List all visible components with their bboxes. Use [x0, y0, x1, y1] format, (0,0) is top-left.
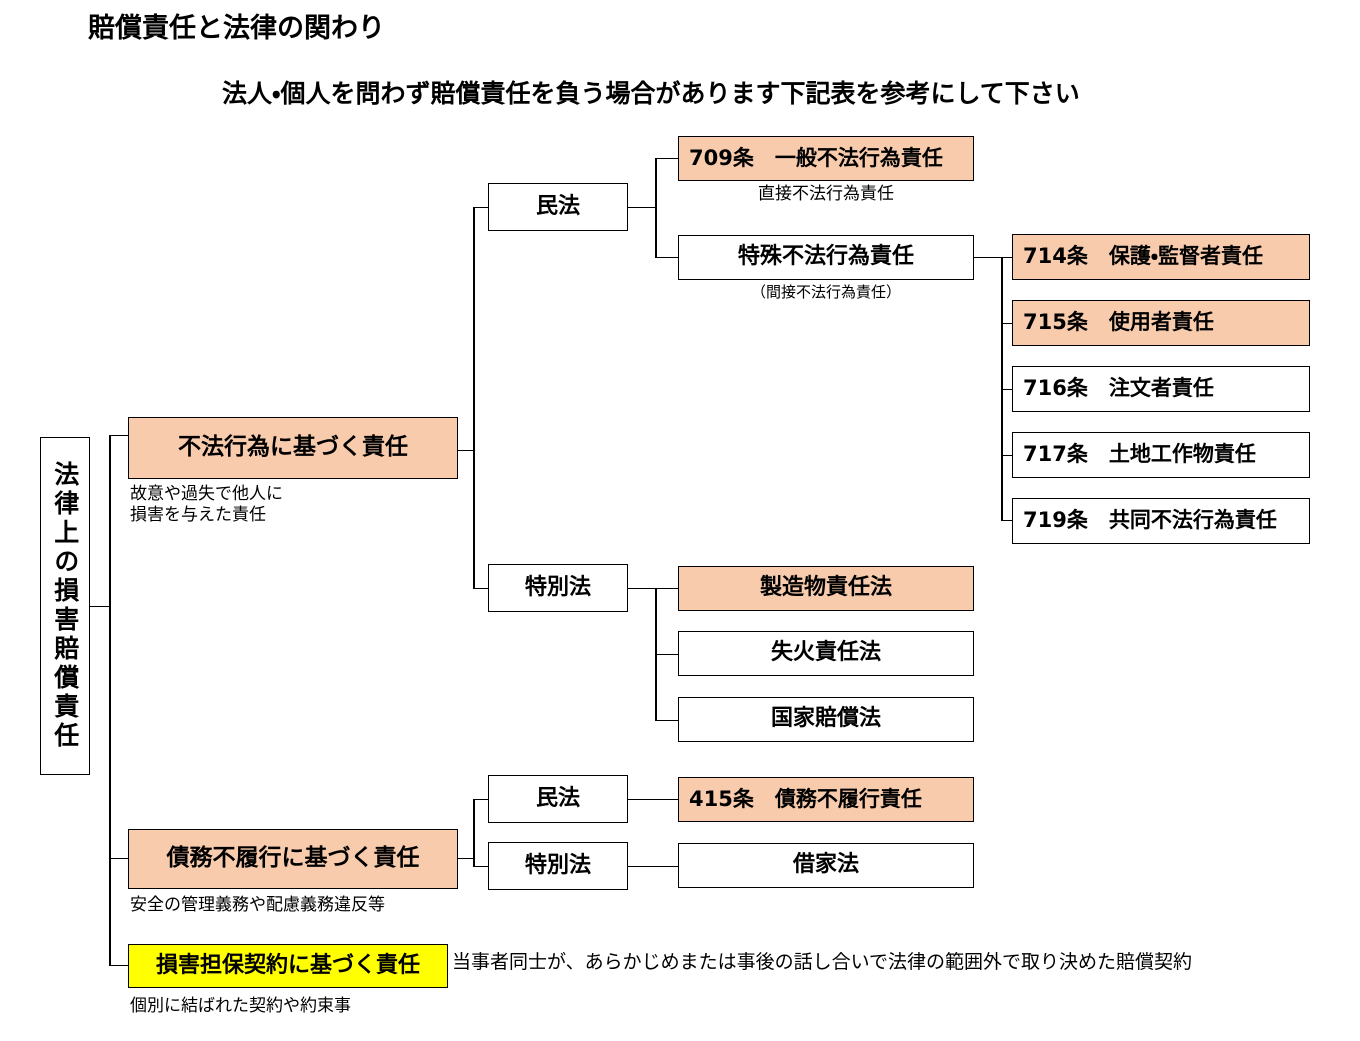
branch-default-liability[interactable]: 債務不履行に基づく責任 [128, 829, 458, 889]
connector-to-state-redress [655, 720, 679, 721]
node-article-709[interactable]: 709条 一般不法行為責任 [678, 136, 974, 181]
node-article-709-caption: 直接不法行為責任 [758, 184, 894, 204]
page-subtitle: 法人・個人を問わず賠償責任を負う場合があります下記表を参考にして下さい [222, 79, 1080, 108]
connector-to-lease-law [628, 866, 678, 867]
node-article-415[interactable]: 415条 債務不履行責任 [678, 777, 974, 822]
node-article-714[interactable]: 714条 保護・監督者責任 [1012, 234, 1310, 280]
node-default-civil-code[interactable]: 民法 [488, 775, 628, 823]
branch-indemnity-caption: 個別に結ばれた契約や約束事 [130, 996, 351, 1016]
connector-to-product-liability [655, 588, 679, 589]
connector-to-article-719 [1001, 520, 1014, 521]
connector-spine-to-default [109, 858, 129, 859]
node-article-717[interactable]: 717条 土地工作物責任 [1012, 432, 1310, 478]
connector-articles-spine [1001, 257, 1003, 520]
connector-default-spine [473, 799, 475, 866]
connector-civil-to-709 [655, 158, 679, 159]
connector-spine-to-tort [109, 435, 129, 436]
connector-default-out [458, 858, 474, 859]
branch-indemnity-note: 当事者同士が、あらかじめまたは事後の話し合いで法律の範囲外で取り決めた賠償契約 [452, 951, 1193, 973]
node-fire-liability-law[interactable]: 失火責任法 [678, 631, 974, 676]
connector-root-spine [109, 435, 111, 966]
connector-root-stub [90, 606, 110, 607]
connector-default-to-civil [473, 799, 489, 800]
connector-civil-to-special-tort [655, 257, 679, 258]
node-product-liability-law[interactable]: 製造物責任法 [678, 566, 974, 611]
root-node-legal-liability[interactable]: 法律上の損害賠償責任 [40, 437, 90, 775]
connector-to-article-714 [1001, 257, 1014, 258]
branch-default-caption: 安全の管理義務や配慮義務違反等 [130, 895, 385, 915]
connector-to-article-717 [1001, 455, 1014, 456]
node-tort-special-law[interactable]: 特別法 [488, 564, 628, 612]
node-article-719[interactable]: 719条 共同不法行為責任 [1012, 498, 1310, 544]
node-state-redress-law[interactable]: 国家賠償法 [678, 697, 974, 742]
node-tort-civil-code[interactable]: 民法 [488, 183, 628, 231]
connector-to-article-415 [628, 799, 678, 800]
connector-tort-to-special [473, 588, 489, 589]
connector-civil-out [628, 207, 656, 208]
branch-tort-caption: 故意や過失で他人に 損害を与えた責任 [130, 484, 283, 526]
connector-tort-out [458, 450, 474, 451]
node-lease-law[interactable]: 借家法 [678, 843, 974, 888]
node-article-715[interactable]: 715条 使用者責任 [1012, 300, 1310, 346]
node-special-tort-caption: （間接不法行為責任） [750, 283, 901, 301]
node-default-special-law[interactable]: 特別法 [488, 842, 628, 890]
connector-tort-special-out [628, 588, 656, 589]
page-title: 賠償責任と法律の関わり [88, 13, 385, 44]
connector-to-fire-liability [655, 654, 679, 655]
branch-indemnity-liability[interactable]: 損害担保契約に基づく責任 [128, 944, 448, 988]
connector-to-article-715 [1001, 323, 1014, 324]
connector-tort-spine [473, 207, 475, 588]
node-special-tort-liability[interactable]: 特殊不法行為責任 [678, 235, 974, 280]
node-article-716[interactable]: 716条 注文者責任 [1012, 366, 1310, 412]
connector-special-tort-out [974, 257, 1002, 258]
connector-tort-to-civil [473, 207, 489, 208]
connector-to-article-716 [1001, 389, 1014, 390]
connector-default-to-special [473, 866, 489, 867]
connector-spine-to-indemnity [109, 965, 129, 966]
branch-tort-liability[interactable]: 不法行為に基づく責任 [128, 417, 458, 479]
connector-civil-spine [655, 158, 657, 257]
